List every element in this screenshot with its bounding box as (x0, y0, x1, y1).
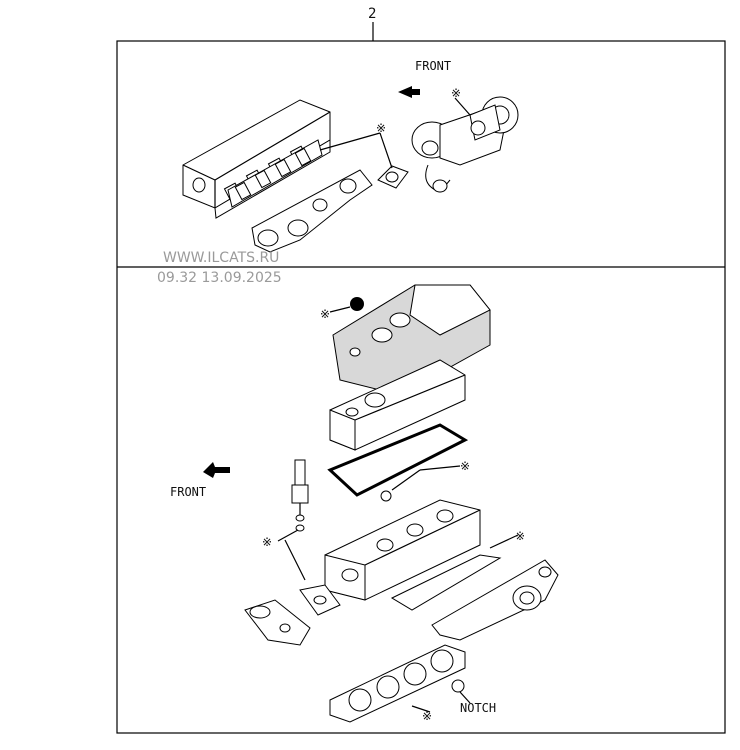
front-label-top: FRONT (415, 59, 451, 73)
front-arrow-icon (398, 86, 420, 98)
watermark-line2: 09.32 13.09.2025 (157, 270, 282, 286)
marker-cap: ※ (320, 307, 330, 321)
front-arrow-icon-bottom (203, 462, 230, 478)
rocker-cover-gasket (327, 423, 469, 497)
marker-head-gasket: ※ (422, 709, 432, 723)
cylinder-head (324, 499, 481, 601)
watermark-line1: WWW.ILCATS.RU (163, 250, 279, 266)
head-gasket (329, 644, 466, 723)
top-panel: FRONT (182, 59, 519, 253)
injector (291, 459, 309, 532)
intake-gasket (299, 584, 341, 616)
bottom-panel: ※ ※ FRONT ※ (170, 284, 559, 723)
exhaust-manifold-gasket (227, 139, 323, 208)
marker-injector: ※ (262, 535, 272, 549)
notch-label: NOTCH (460, 701, 496, 715)
marker-top-1: ※ (376, 121, 386, 135)
turbo-flange-gasket (377, 165, 409, 189)
callout-number: 2 (368, 6, 376, 22)
intake-manifold (244, 599, 311, 646)
marker-rocker-gasket: ※ (460, 459, 470, 473)
turbocharger (411, 96, 519, 193)
exhaust-manifold-bottom (390, 554, 559, 641)
rocker-cover (329, 359, 466, 451)
marker-exhaust: ※ (515, 529, 525, 543)
notch-marker (451, 679, 465, 693)
head-cover (332, 284, 491, 396)
exhaust-manifold-top (251, 169, 373, 253)
oil-cap-seal (350, 297, 364, 311)
front-label-bottom: FRONT (170, 485, 206, 499)
diagram-frame (116, 40, 726, 734)
marker-top-2: ※ (451, 86, 461, 100)
grommet (380, 490, 392, 502)
